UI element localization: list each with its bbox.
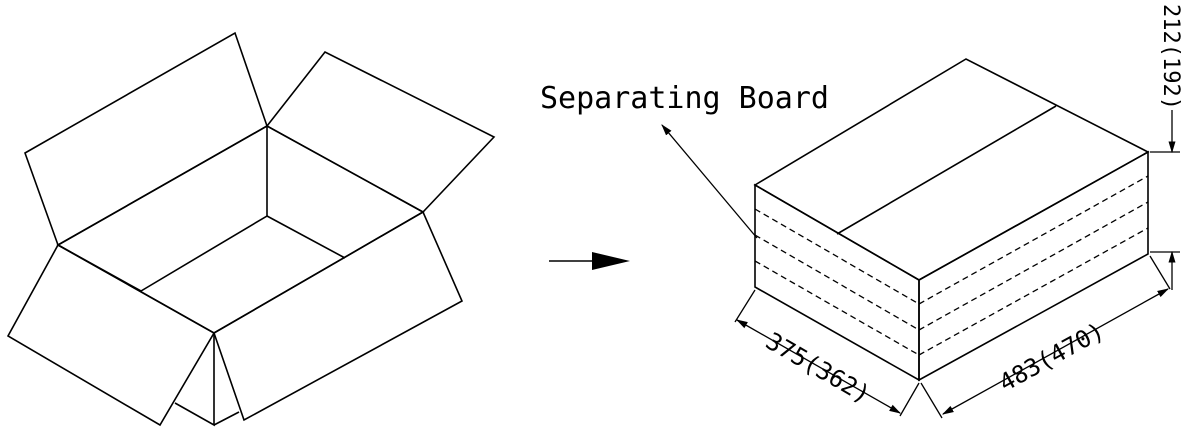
length-ext-line bbox=[920, 382, 943, 419]
open-carton bbox=[6, 31, 496, 427]
callout-leader bbox=[661, 124, 758, 239]
length-dimension: 483(470) bbox=[920, 255, 1171, 419]
tape-seam bbox=[836, 105, 1057, 235]
height-dimension: 212(192) bbox=[1150, 4, 1183, 290]
arrow-head bbox=[592, 252, 630, 270]
length-dim-line bbox=[941, 288, 1170, 415]
box-rim bbox=[56, 125, 425, 334]
board-line-left bbox=[754, 260, 920, 356]
board-line-right bbox=[918, 227, 1149, 356]
height-dimension-label: 212(192) bbox=[1158, 4, 1183, 110]
width-ext-line bbox=[899, 382, 920, 417]
front-right-wall bbox=[213, 411, 240, 426]
front-left-wall bbox=[174, 333, 215, 427]
front-right-flap bbox=[213, 210, 464, 422]
width-dimension: 375(362) bbox=[734, 289, 920, 417]
width-dim-line bbox=[735, 319, 902, 414]
width-ext-line bbox=[734, 289, 756, 323]
board-line-right bbox=[918, 175, 1149, 305]
length-ext-line bbox=[1149, 255, 1171, 290]
width-dimension-label: 375(362) bbox=[761, 327, 875, 409]
board-line-left bbox=[754, 234, 920, 331]
back-left-flap bbox=[24, 31, 268, 247]
back-right-wall bbox=[266, 215, 346, 259]
transition-arrow bbox=[549, 252, 630, 270]
carton-right-face bbox=[918, 150, 1149, 382]
front-left-flap bbox=[6, 243, 216, 427]
board-line-left bbox=[754, 208, 920, 305]
back-left-wall bbox=[57, 126, 268, 292]
board-line-right bbox=[918, 201, 1149, 331]
separating-board-label: Separating Board bbox=[540, 81, 829, 116]
separating-board-callout: Separating Board bbox=[540, 81, 829, 239]
